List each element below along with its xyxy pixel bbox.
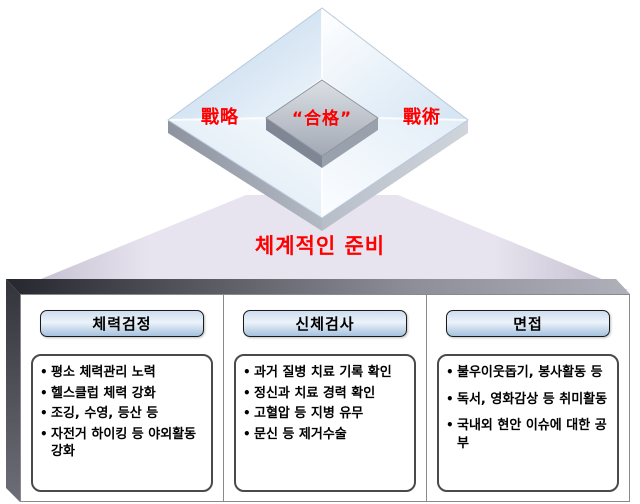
diamond-outline [167, 7, 469, 219]
diamond-side-right [322, 120, 468, 231]
card-interview: • 불우이웃돕기, 봉사활동 등 • 독서, 영화감상 등 취미활동 • 국내외… [437, 354, 619, 492]
bullet: • [243, 406, 251, 421]
list-item: • 과거 질병 치료 기록 확인 [243, 364, 409, 382]
list-item-text: 자전거 하이킹 등 야외활동 강화 [51, 426, 197, 460]
list-item: • 정신과 치료 경력 확인 [243, 385, 409, 403]
list-item-text: 정신과 치료 경력 확인 [254, 385, 376, 401]
bullet: • [40, 365, 48, 379]
list-item: • 독서, 영화감상 등 취미활동 [446, 391, 612, 409]
list-item-text: 조깅, 수영, 등산 등 [51, 406, 159, 422]
list-item-text: 헬스클럽 체력 강화 [51, 385, 156, 401]
list-item: • 헬스클럽 체력 강화 [40, 385, 206, 403]
header-fitness-test: 체력검정 [40, 310, 204, 337]
list-item-text: 고혈압 등 지병 유무 [254, 406, 364, 422]
pass-label: “合格” [291, 109, 353, 129]
list-item-text: 문신 등 제거수술 [254, 426, 347, 442]
diamond-side-left [168, 120, 322, 231]
strategy-label: 戰略 [201, 107, 239, 128]
beam-shadow [14, 195, 628, 290]
bullet: • [40, 385, 48, 400]
list-item-text: 평소 체력관리 노력 [51, 365, 156, 380]
interview-item-list: • 불우이웃돕기, 봉사활동 등 • 독서, 영화감상 등 취미활동 • 국내외… [446, 364, 612, 452]
list-item-text: 과거 질병 치료 기록 확인 [254, 365, 392, 380]
list-item: • 불우이웃돕기, 봉사활동 등 [446, 364, 612, 382]
caption-systematic-preparation: 체계적인 준비 [254, 234, 386, 258]
bullet: • [446, 365, 454, 379]
box-front-face: 체력검정 • 평소 체력관리 노력 • 헬스클럽 체력 강화 • 조깅, 수영,… [20, 294, 630, 502]
panel-physical-exam: 신체검사 • 과거 질병 치료 기록 확인 • 정신과 치료 경력 확인 • 고… [223, 295, 426, 501]
platform-side-right [322, 118, 378, 168]
list-item: • 조깅, 수영, 등산 등 [40, 405, 206, 423]
list-item: • 문신 등 제거수술 [243, 426, 409, 444]
list-item-text: 불우이웃돕기, 봉사활동 등 [457, 365, 603, 380]
list-item: • 국내외 현안 이슈에 대한 공부 [446, 417, 612, 452]
list-item-text: 독서, 영화감상 등 취미활동 [457, 391, 608, 407]
box-top-face [6, 279, 630, 294]
bullet: • [243, 365, 251, 379]
panel-interview: 면접 • 불우이웃돕기, 봉사활동 등 • 독서, 영화감상 등 취미활동 • … [426, 295, 629, 501]
physical-exam-item-list: • 과거 질병 치료 기록 확인 • 정신과 치료 경력 확인 • 고혈압 등 … [243, 364, 409, 443]
card-fitness-test: • 평소 체력관리 노력 • 헬스클럽 체력 강화 • 조깅, 수영, 등산 등… [31, 354, 213, 492]
header-interview: 면접 [446, 310, 610, 337]
card-physical-exam: • 과거 질병 치료 기록 확인 • 정신과 치료 경력 확인 • 고혈압 등 … [234, 354, 416, 492]
platform-side-left [266, 118, 322, 168]
list-item-text: 국내외 현안 이슈에 대한 공부 [457, 418, 607, 451]
bullet: • [446, 418, 454, 433]
panel-fitness-test: 체력검정 • 평소 체력관리 노력 • 헬스클럽 체력 강화 • 조깅, 수영,… [21, 295, 223, 501]
bullet: • [40, 406, 48, 421]
bullet: • [243, 426, 251, 441]
list-item: • 평소 체력관리 노력 [40, 364, 206, 382]
list-item: • 고혈압 등 지병 유무 [243, 405, 409, 423]
pyramid-graphic [14, 7, 628, 290]
list-item: • 자전거 하이킹 등 야외활동 강화 [40, 426, 206, 461]
platform-top [265, 79, 379, 157]
tactics-label: 戰術 [403, 107, 441, 128]
bullet: • [243, 385, 251, 400]
box-left-face [6, 279, 20, 502]
fitness-item-list: • 평소 체력관리 노력 • 헬스클럽 체력 강화 • 조깅, 수영, 등산 등… [40, 364, 206, 461]
header-physical-exam: 신체검사 [243, 310, 407, 337]
bullet: • [40, 426, 48, 441]
bullet: • [446, 391, 454, 406]
